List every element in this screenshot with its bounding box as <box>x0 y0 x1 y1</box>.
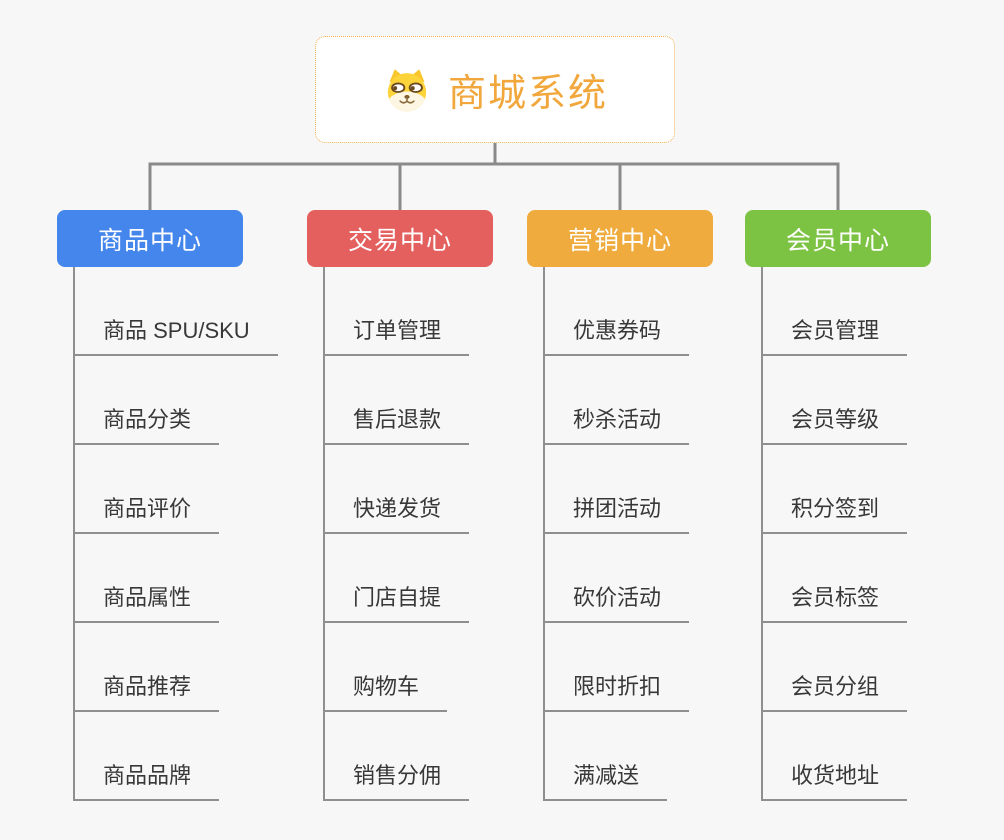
child-topic-row: 满减送 <box>545 712 713 801</box>
child-topic-row: 会员标签 <box>763 534 931 623</box>
child-topic[interactable]: 商品品牌 <box>75 758 220 801</box>
child-topic[interactable]: 商品 SPU/SKU <box>75 313 278 356</box>
branch-column: 会员中心会员管理会员等级积分签到会员标签会员分组收货地址 <box>745 210 931 801</box>
doge-icon <box>387 68 427 111</box>
child-topic[interactable]: 优惠券码 <box>545 313 690 356</box>
branch-topic[interactable]: 会员中心 <box>745 210 931 267</box>
child-topic-row: 商品评价 <box>75 445 278 534</box>
branch-children: 优惠券码秒杀活动拼团活动砍价活动限时折扣满减送 <box>543 267 713 801</box>
child-topic-row: 砍价活动 <box>545 534 713 623</box>
child-topic[interactable]: 售后退款 <box>325 402 470 445</box>
branch-column: 交易中心订单管理售后退款快递发货门店自提购物车销售分佣 <box>307 210 493 801</box>
child-topic-row: 门店自提 <box>325 534 493 623</box>
child-topic-row: 拼团活动 <box>545 445 713 534</box>
child-topic-row: 快递发货 <box>325 445 493 534</box>
child-topic[interactable]: 会员分组 <box>763 669 908 712</box>
child-topic-row: 商品品牌 <box>75 712 278 801</box>
branch-topic[interactable]: 交易中心 <box>307 210 493 267</box>
child-topic-row: 限时折扣 <box>545 623 713 712</box>
child-topic-row: 购物车 <box>325 623 493 712</box>
child-topic[interactable]: 商品属性 <box>75 580 220 623</box>
branch-topic[interactable]: 营销中心 <box>527 210 713 267</box>
child-topic-row: 商品 SPU/SKU <box>75 267 278 356</box>
child-topic[interactable]: 销售分佣 <box>325 758 470 801</box>
branch-column: 营销中心优惠券码秒杀活动拼团活动砍价活动限时折扣满减送 <box>527 210 713 801</box>
branch-topic[interactable]: 商品中心 <box>57 210 243 267</box>
child-topic[interactable]: 快递发货 <box>325 491 470 534</box>
child-topic[interactable]: 秒杀活动 <box>545 402 690 445</box>
child-topic-row: 商品推荐 <box>75 623 278 712</box>
child-topic[interactable]: 门店自提 <box>325 580 470 623</box>
child-topic-row: 会员管理 <box>763 267 931 356</box>
child-topic[interactable]: 会员管理 <box>763 313 908 356</box>
child-topic[interactable]: 限时折扣 <box>545 669 690 712</box>
child-topic-row: 秒杀活动 <box>545 356 713 445</box>
child-topic-row: 销售分佣 <box>325 712 493 801</box>
child-topic-row: 商品分类 <box>75 356 278 445</box>
branch-children: 订单管理售后退款快递发货门店自提购物车销售分佣 <box>323 267 493 801</box>
branch-column: 商品中心商品 SPU/SKU 商品分类商品评价商品属性商品推荐商品品牌 <box>57 210 278 801</box>
child-topic[interactable]: 会员标签 <box>763 580 908 623</box>
branch-children: 会员管理会员等级积分签到会员标签会员分组收货地址 <box>761 267 931 801</box>
child-topic-row: 收货地址 <box>763 712 931 801</box>
child-topic[interactable]: 会员等级 <box>763 402 908 445</box>
child-topic-row: 会员分组 <box>763 623 931 712</box>
child-topic[interactable]: 满减送 <box>545 758 668 801</box>
child-topic-row: 优惠券码 <box>545 267 713 356</box>
child-topic[interactable]: 积分签到 <box>763 491 908 534</box>
child-topic[interactable]: 砍价活动 <box>545 580 690 623</box>
child-topic-row: 订单管理 <box>325 267 493 356</box>
root-topic[interactable]: 商城系统 <box>315 36 675 143</box>
child-topic-row: 商品属性 <box>75 534 278 623</box>
child-topic[interactable]: 商品分类 <box>75 402 220 445</box>
child-topic-row: 会员等级 <box>763 356 931 445</box>
child-topic[interactable]: 商品推荐 <box>75 669 220 712</box>
child-topic[interactable]: 收货地址 <box>763 758 908 801</box>
child-topic-row: 积分签到 <box>763 445 931 534</box>
child-topic[interactable]: 拼团活动 <box>545 491 690 534</box>
child-topic-row: 售后退款 <box>325 356 493 445</box>
branch-children: 商品 SPU/SKU 商品分类商品评价商品属性商品推荐商品品牌 <box>73 267 278 801</box>
child-topic[interactable]: 购物车 <box>325 669 448 712</box>
child-topic[interactable]: 订单管理 <box>325 313 470 356</box>
root-topic-label: 商城系统 <box>447 73 608 115</box>
child-topic[interactable]: 商品评价 <box>75 491 220 534</box>
